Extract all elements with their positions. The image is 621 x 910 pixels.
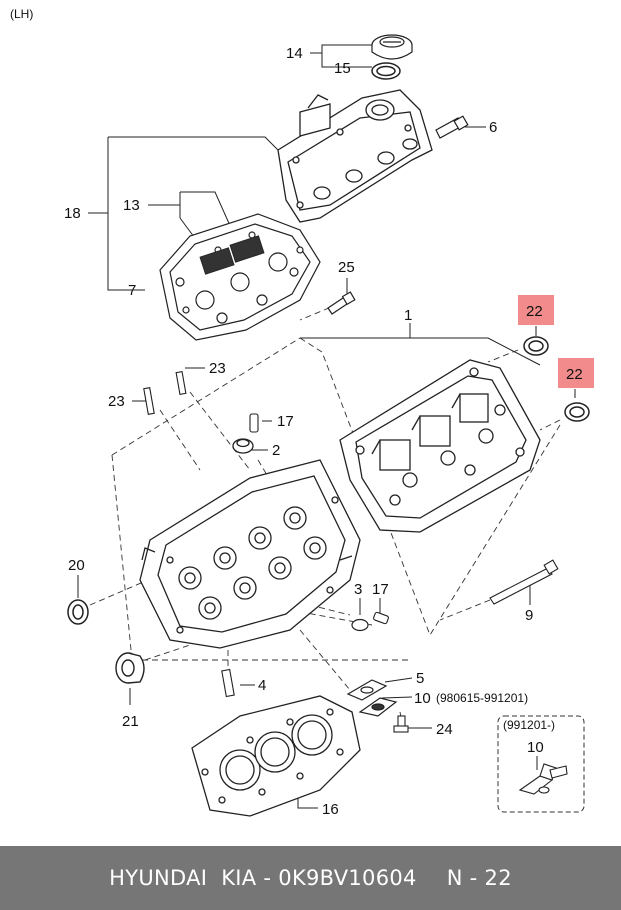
label-15: 15 (334, 60, 351, 77)
cylinder-head-cover (277, 89, 433, 223)
part-labels: (LH) 14 15 6 18 13 7 25 1 22 22 23 23 17… (10, 7, 583, 818)
label-2: 2 (272, 442, 280, 459)
inset-box (497, 715, 585, 813)
label-14: 14 (286, 45, 303, 62)
camshaft-seal-lower (564, 402, 590, 422)
label-18: 18 (64, 205, 81, 222)
label-9: 9 (525, 607, 533, 624)
head-cover-gasket (159, 213, 321, 341)
camshaft-seal-upper (523, 336, 549, 356)
label-1: 1 (404, 307, 412, 324)
tube-seal (232, 438, 254, 454)
stud (221, 668, 235, 698)
spark-plug-seals (199, 235, 265, 275)
cylinder-head (139, 459, 361, 649)
highlight-box-22-lower (558, 358, 594, 388)
label-21: 21 (122, 713, 139, 730)
label-5: 5 (416, 670, 424, 687)
cam-plug (115, 652, 145, 684)
label-23-lower: 23 (108, 393, 125, 410)
label-23-upper: 23 (209, 360, 226, 377)
cover-bolt (435, 115, 469, 139)
plug-lower (373, 611, 389, 625)
dashed-lines (89, 299, 561, 723)
carrier-bolt (327, 291, 356, 315)
label-22-upper: 22 (526, 303, 543, 320)
label-10-range: (980615-991201) (436, 691, 528, 705)
filler-cap-gasket (371, 62, 401, 80)
label-10-inset: 10 (527, 739, 544, 756)
label-13: 13 (123, 197, 140, 214)
highlight-box-22-upper (518, 295, 554, 325)
label-25: 25 (338, 259, 355, 276)
plug-upper (249, 413, 259, 433)
dowel-pins (143, 371, 187, 415)
footer-page: N - 22 (446, 866, 512, 890)
label-24: 24 (436, 721, 453, 738)
head-bolt (489, 559, 559, 605)
label-17-upper: 17 (277, 413, 294, 430)
label-6: 6 (489, 119, 497, 136)
label-16: 16 (322, 801, 339, 818)
label-7: 7 (128, 282, 136, 299)
footer-brand-part: HYUNDAI KIA - 0K9BV10604 (109, 866, 417, 890)
label-20: 20 (68, 557, 85, 574)
label-3: 3 (354, 581, 362, 598)
inset-fitting (518, 763, 568, 795)
water-outlet-fitting (358, 697, 398, 717)
end-seal (67, 599, 89, 625)
fitting-bolt (393, 715, 409, 733)
exploded-parts-diagram: (LH) 14 15 6 18 13 7 25 1 22 22 23 23 17… (10, 7, 594, 818)
label-10: 10 (414, 690, 431, 707)
inset-range: (991201-) (503, 718, 555, 732)
leader-lines (77, 44, 576, 809)
camshaft-carrier (339, 359, 541, 533)
label-4: 4 (258, 677, 266, 694)
side-label: (LH) (10, 7, 33, 21)
seal-lower (351, 618, 369, 632)
label-22-lower: 22 (566, 366, 583, 383)
head-gasket (191, 695, 361, 817)
oil-filler-cap (371, 34, 413, 60)
label-17-lower: 17 (372, 581, 389, 598)
outlet-gasket (346, 679, 388, 701)
catalog-footer: HYUNDAI KIA - 0K9BV10604 N - 22 (0, 846, 621, 910)
